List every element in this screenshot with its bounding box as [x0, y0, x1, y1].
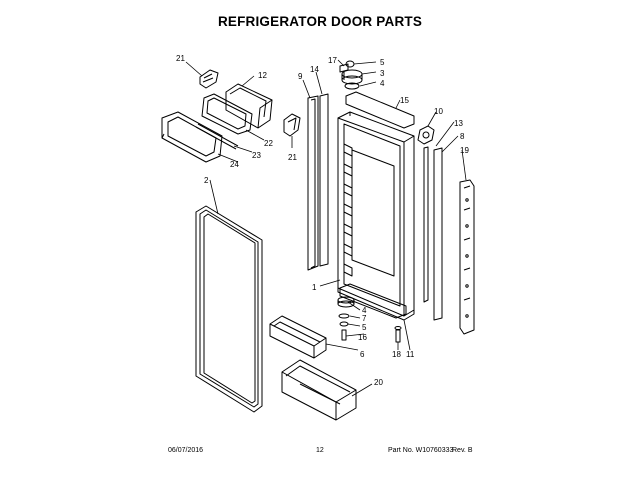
- callout-4-bottom: 4: [362, 306, 367, 315]
- leader-lines: [185, 59, 467, 397]
- callout-16: 16: [358, 333, 367, 342]
- part-23-strip: [195, 123, 239, 150]
- part-12-housing: [225, 83, 273, 129]
- part-4-top-bushing: [344, 82, 360, 90]
- part-6-door-bin-small: [269, 315, 327, 359]
- callout-5: 5: [380, 58, 385, 67]
- callout-8: 8: [460, 132, 465, 141]
- part-15-door-top-cap: [345, 91, 415, 129]
- callout-3: 3: [380, 69, 385, 78]
- part-4-bottom-bushing: [337, 296, 355, 308]
- callout-13: 13: [454, 119, 463, 128]
- callout-17: 17: [328, 56, 337, 65]
- footer-revision: Rev. B: [452, 447, 473, 454]
- callout-18: 18: [392, 350, 401, 359]
- footer-page-number: 12: [316, 447, 324, 454]
- callout-19: 19: [460, 146, 469, 155]
- part-20-door-bin-large: [281, 359, 357, 421]
- part-9-side-trim: [307, 95, 319, 271]
- part-5-bottom-washer: [339, 321, 349, 327]
- callout-15: 15: [400, 96, 409, 105]
- callout-4: 4: [380, 79, 385, 88]
- part-10-door-switch: [417, 125, 435, 145]
- page-title: REFRIGERATOR DOOR PARTS: [217, 14, 423, 29]
- part-3-top-hinge-cap: [341, 69, 363, 85]
- callout-24: 24: [230, 160, 239, 169]
- footer-date: 06/07/2016: [168, 447, 204, 454]
- part-14-gasket-strip: [319, 93, 329, 267]
- part-16-screw: [341, 329, 347, 341]
- callout-21: 21: [176, 54, 185, 63]
- part-22-frame: [201, 93, 253, 135]
- part-21-clip-upper: [199, 69, 219, 89]
- callout-14: 14: [310, 65, 319, 74]
- callout-labels: 21 12 22 23 24 21 2 9 14 17 5 3 4 15 10 …: [176, 54, 469, 387]
- part-2-door-gasket: [195, 205, 263, 413]
- bottom-door-cap: [339, 283, 407, 319]
- part-8-side-trim: [433, 147, 443, 321]
- part-5-top-washer: [345, 60, 355, 68]
- part-7-bottom-washer: [338, 313, 350, 319]
- callout-22: 22: [264, 139, 273, 148]
- callout-20: 20: [374, 378, 383, 387]
- callout-2: 2: [204, 176, 209, 185]
- part-1-door-assembly: [337, 111, 415, 321]
- callout-5-bottom: 5: [362, 323, 367, 332]
- part-18-screw: [394, 326, 402, 343]
- callout-9: 9: [298, 72, 303, 81]
- footer-part-number: Part No. W10760333: [388, 447, 454, 454]
- callout-12: 12: [258, 71, 267, 80]
- part-13-tube: [423, 146, 429, 303]
- part-19-hinge-plate: [459, 179, 475, 335]
- callout-7: 7: [362, 314, 367, 323]
- callout-10: 10: [434, 107, 443, 116]
- callout-1: 1: [312, 283, 317, 292]
- callout-6: 6: [360, 350, 365, 359]
- callout-23: 23: [252, 151, 261, 160]
- door-shelf-ribs: [343, 143, 353, 277]
- callout-11: 11: [406, 350, 415, 359]
- part-24-cover: [161, 111, 223, 163]
- callout-21-lower: 21: [288, 153, 297, 162]
- part-21-clip-lower: [283, 113, 301, 137]
